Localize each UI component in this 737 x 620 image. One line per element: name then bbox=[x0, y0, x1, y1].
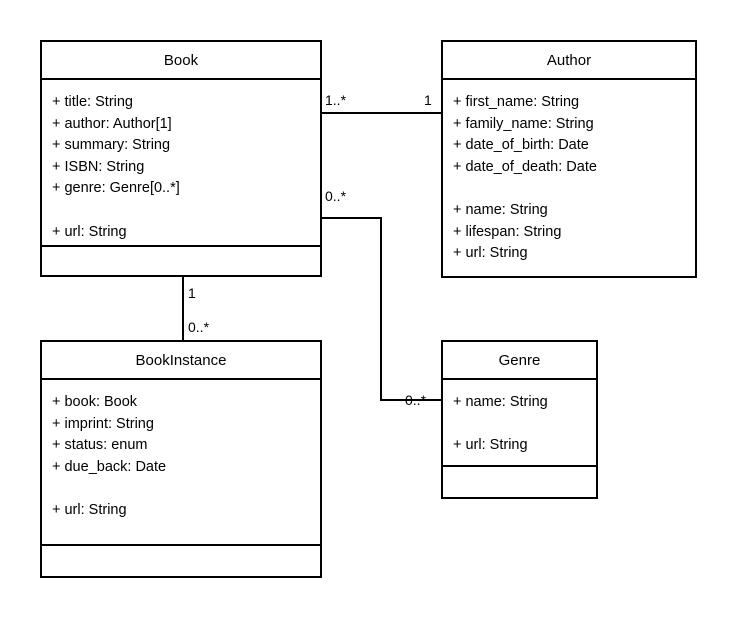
multiplicity-book-author-target: 1 bbox=[424, 92, 432, 108]
multiplicity-book-genre-source: 0..* bbox=[325, 188, 347, 204]
class-operations-book bbox=[42, 247, 320, 275]
attribute-spacer bbox=[52, 200, 320, 222]
multiplicity-book-genre-target: 0..* bbox=[405, 392, 427, 408]
class-box-genre[interactable]: Genre + name: String + url: String bbox=[441, 340, 598, 499]
class-attributes-bookinstance: + book: Book + imprint: String + status:… bbox=[42, 380, 320, 544]
class-box-book[interactable]: Book + title: String + author: Author[1]… bbox=[40, 40, 322, 277]
attribute-row: + summary: String bbox=[52, 137, 171, 154]
class-title-book: Book bbox=[163, 51, 199, 69]
attribute-row: + author: Author[1] bbox=[52, 115, 172, 132]
multiplicity-book-bookinstance-source: 1 bbox=[188, 285, 196, 301]
attribute-row: + url: String bbox=[52, 223, 127, 240]
attribute-row: + imprint: String bbox=[52, 415, 154, 432]
attribute-spacer bbox=[52, 478, 320, 500]
class-title-author: Author bbox=[546, 51, 592, 69]
attribute-spacer bbox=[453, 414, 596, 436]
class-title-bookinstance: BookInstance bbox=[135, 351, 227, 369]
attribute-row: + date_of_birth: Date bbox=[453, 137, 589, 154]
attribute-row: + name: String bbox=[453, 201, 548, 218]
class-box-bookinstance[interactable]: BookInstance + book: Book + imprint: Str… bbox=[40, 340, 322, 578]
class-attributes-book: + title: String + author: Author[1] + su… bbox=[42, 80, 320, 245]
class-divider bbox=[42, 78, 320, 80]
class-operations-genre bbox=[443, 467, 596, 499]
association-line-book-genre bbox=[322, 217, 441, 401]
class-divider bbox=[443, 378, 596, 380]
attribute-row: + due_back: Date bbox=[52, 458, 167, 475]
attribute-row: + url: String bbox=[52, 501, 127, 518]
class-operations-bookinstance bbox=[42, 546, 320, 578]
attribute-row: + first_name: String bbox=[453, 94, 580, 110]
class-attributes-genre: + name: String + url: String bbox=[443, 380, 596, 465]
attribute-row: + ISBN: String bbox=[52, 158, 145, 175]
attribute-row: + url: String bbox=[453, 245, 528, 262]
multiplicity-book-bookinstance-target: 0..* bbox=[188, 319, 210, 335]
class-divider bbox=[42, 245, 320, 247]
class-divider bbox=[443, 465, 596, 467]
attribute-row: + name: String bbox=[453, 394, 548, 410]
attribute-row: + book: Book bbox=[52, 394, 138, 410]
class-attributes-author: + first_name: String + family_name: Stri… bbox=[443, 80, 695, 278]
class-divider bbox=[443, 78, 695, 80]
class-box-author[interactable]: Author + first_name: String + family_nam… bbox=[441, 40, 697, 278]
multiplicity-book-author-source: 1..* bbox=[325, 92, 347, 108]
attribute-spacer bbox=[453, 178, 695, 200]
attribute-row: + date_of_death: Date bbox=[453, 158, 597, 175]
attribute-row: + title: String bbox=[52, 94, 133, 110]
class-divider bbox=[42, 544, 320, 546]
class-divider bbox=[42, 378, 320, 380]
attribute-row: + status: enum bbox=[52, 437, 148, 454]
attribute-row: + genre: Genre[0..*] bbox=[52, 180, 180, 197]
class-title-genre: Genre bbox=[498, 351, 541, 369]
attribute-row: + url: String bbox=[453, 437, 528, 454]
attribute-row: + family_name: String bbox=[453, 115, 594, 132]
attribute-row: + lifespan: String bbox=[453, 223, 562, 240]
